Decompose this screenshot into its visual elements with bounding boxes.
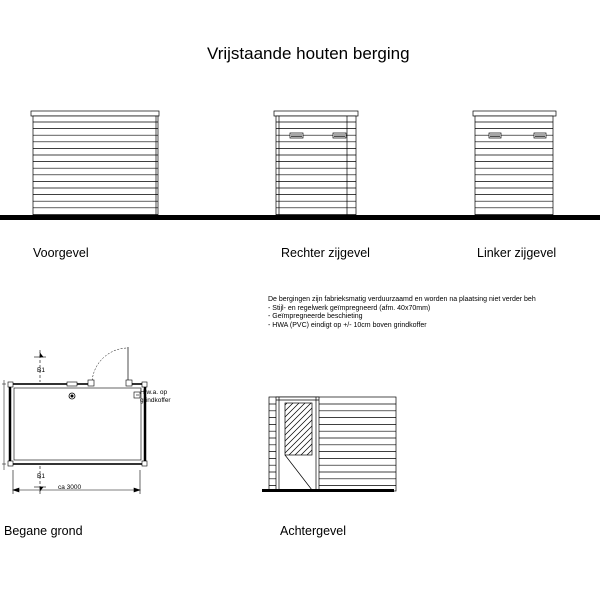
- hatch-line: [285, 413, 312, 442]
- section-label-top: B1: [37, 367, 45, 374]
- rear-ground-line: [262, 489, 394, 492]
- ground-line: [0, 215, 600, 220]
- hatch-line: [205, 403, 257, 455]
- hatch-line: [199, 403, 251, 455]
- label-left-side-elevation: Linker zijgevel: [477, 246, 557, 260]
- label-front-elevation: Voorgevel: [33, 246, 89, 260]
- hatch-line: [285, 425, 312, 454]
- front-cladding: [33, 121, 158, 215]
- hatch-line: [285, 419, 312, 448]
- right-cladding: [276, 121, 356, 215]
- hatch-line: [217, 403, 269, 455]
- hatch-line: [288, 431, 312, 455]
- hatch-line: [285, 407, 312, 436]
- hatch-line: [181, 403, 233, 455]
- dimension-label: ca 3000: [58, 484, 82, 491]
- hwa-note-line1: H.w.a. op: [140, 389, 167, 396]
- right-side-elevation: [273, 110, 359, 217]
- hatch-line: [223, 403, 275, 455]
- note-line: - Stijl- en regelwerk geïmpregneerd (afm…: [268, 304, 431, 312]
- hatch-line: [294, 437, 312, 455]
- floor-plan: [2, 347, 148, 496]
- construction-notes: De bergingen zijn fabrieksmatig verduurz…: [268, 296, 536, 330]
- hatch-line: [211, 403, 263, 455]
- dimension-line: [12, 470, 141, 494]
- front-elevation: [30, 110, 160, 217]
- vent-grille-right: [332, 132, 347, 139]
- vent-grille-left: [289, 132, 304, 139]
- hatch-line: [193, 403, 245, 455]
- hatch-line: [187, 403, 239, 455]
- label-rear-elevation: Achtergevel: [280, 524, 347, 538]
- hatch-line: [300, 443, 312, 455]
- diagonal-brace-panel: [284, 402, 313, 456]
- rear-elevation: [181, 396, 397, 492]
- note-line: De bergingen zijn fabrieksmatig verduurz…: [268, 296, 536, 303]
- door-swing-arc: [91, 347, 129, 385]
- downpipe: [68, 392, 76, 400]
- hatch-line: [285, 403, 306, 424]
- left-side-elevation: [472, 110, 557, 217]
- label-floor-plan: Begane grond: [4, 524, 83, 538]
- section-label-bottom: B1: [37, 473, 45, 480]
- hwa-note-line2: grindkoffer: [140, 397, 171, 404]
- label-right-side-elevation: Rechter zijgevel: [281, 246, 370, 260]
- vent-grille-left: [488, 132, 502, 139]
- section-marker-top: [34, 350, 46, 382]
- section-marker-bottom: [34, 466, 46, 496]
- note-line: - HWA (PVC) eindigt op +/- 10cm boven gr…: [268, 321, 427, 329]
- vent-grille-right: [533, 132, 547, 139]
- note-line: - Geïmpregneerde beschieting: [268, 313, 363, 321]
- hatch-line: [285, 403, 300, 418]
- brace-hatch: [181, 403, 312, 455]
- hatch-line: [285, 403, 312, 430]
- drawing-title: Vrijstaande houten berging: [207, 44, 410, 63]
